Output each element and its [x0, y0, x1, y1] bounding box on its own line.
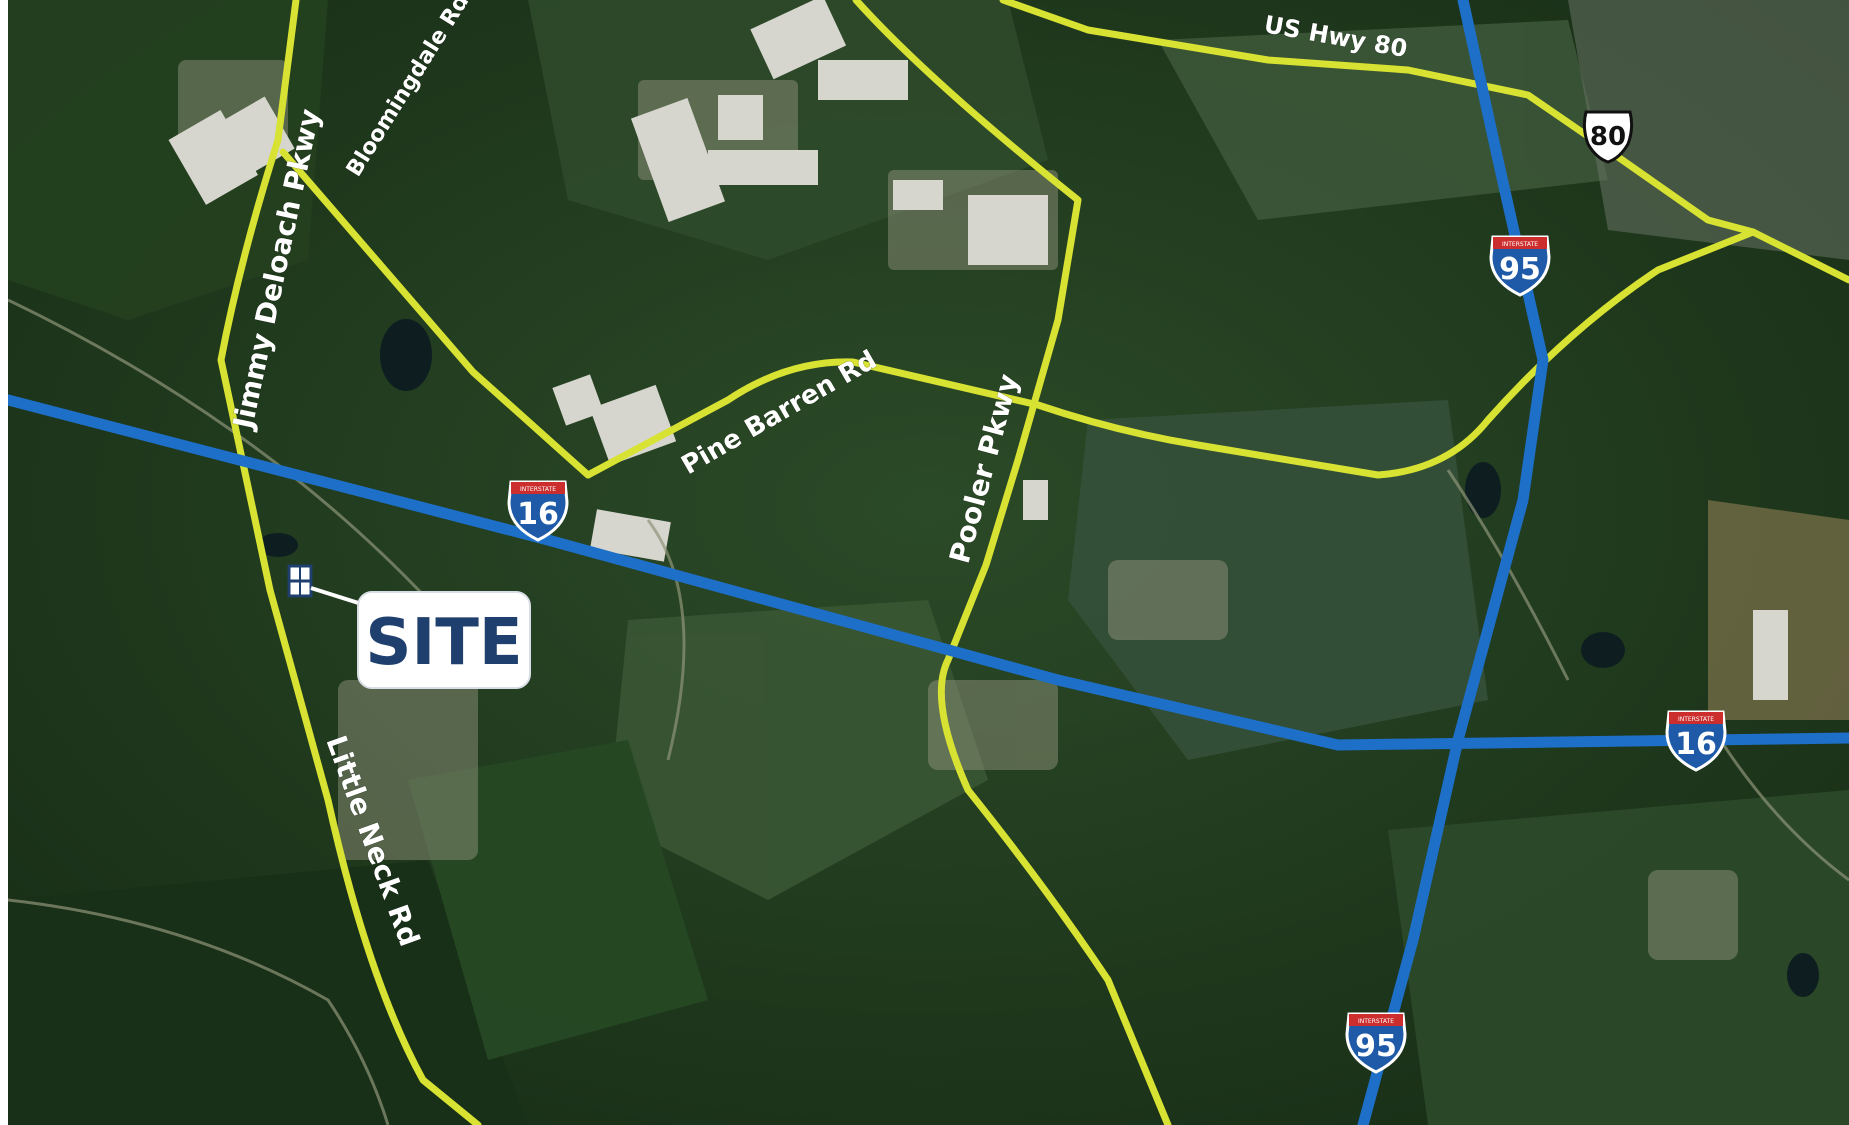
- pooler-pkwy: [852, 0, 1172, 1125]
- i95-shield-south-icon: INTERSTATE 95: [1345, 1012, 1407, 1074]
- interstates: [8, 0, 1849, 1125]
- i16-shield-west-label: INTERSTATE: [520, 486, 556, 493]
- i95-shield-south-number: 95: [1355, 1029, 1397, 1064]
- i95-shield-north-number: 95: [1499, 252, 1541, 287]
- interstate-16: [8, 394, 1849, 751]
- i16-shield-east-icon: INTERSTATE 16: [1665, 710, 1727, 772]
- interstate-95: [1357, 0, 1549, 1125]
- i16-shield-east-label: INTERSTATE: [1678, 716, 1714, 723]
- little-neck-road: [266, 586, 482, 1125]
- site-callout: SITE: [357, 591, 531, 689]
- i95-shield-north-label: INTERSTATE: [1502, 241, 1538, 248]
- major-roads: [217, 0, 1849, 1125]
- jimmy-deloach-pkwy: [217, 136, 282, 594]
- i95-shield-north-icon: INTERSTATE 95: [1489, 235, 1551, 297]
- ponds: [258, 319, 1819, 997]
- i16-shield-east-number: 16: [1675, 727, 1717, 762]
- i16-shield-west-number: 16: [517, 497, 559, 532]
- i16-shield-west-icon: INTERSTATE 16: [507, 480, 569, 542]
- us80-shield-number: 80: [1590, 122, 1626, 152]
- site-callout-box: [357, 591, 531, 689]
- pine-barren-road: [584, 228, 1757, 479]
- bloomingdale-road: [274, 0, 300, 144]
- i95-shield-south-label: INTERSTATE: [1358, 1018, 1394, 1025]
- bloomingdale-to-pine-barren: [279, 148, 592, 479]
- site-label: SITE: [365, 606, 522, 680]
- warehouse-buildings: [168, 0, 1788, 700]
- us80-shield-icon: 80: [1582, 110, 1634, 164]
- aerial-map: Jimmy Deloach Pkwy Bloomingdale Rd Pine …: [8, 0, 1849, 1125]
- us-hwy-80: [999, 0, 1849, 284]
